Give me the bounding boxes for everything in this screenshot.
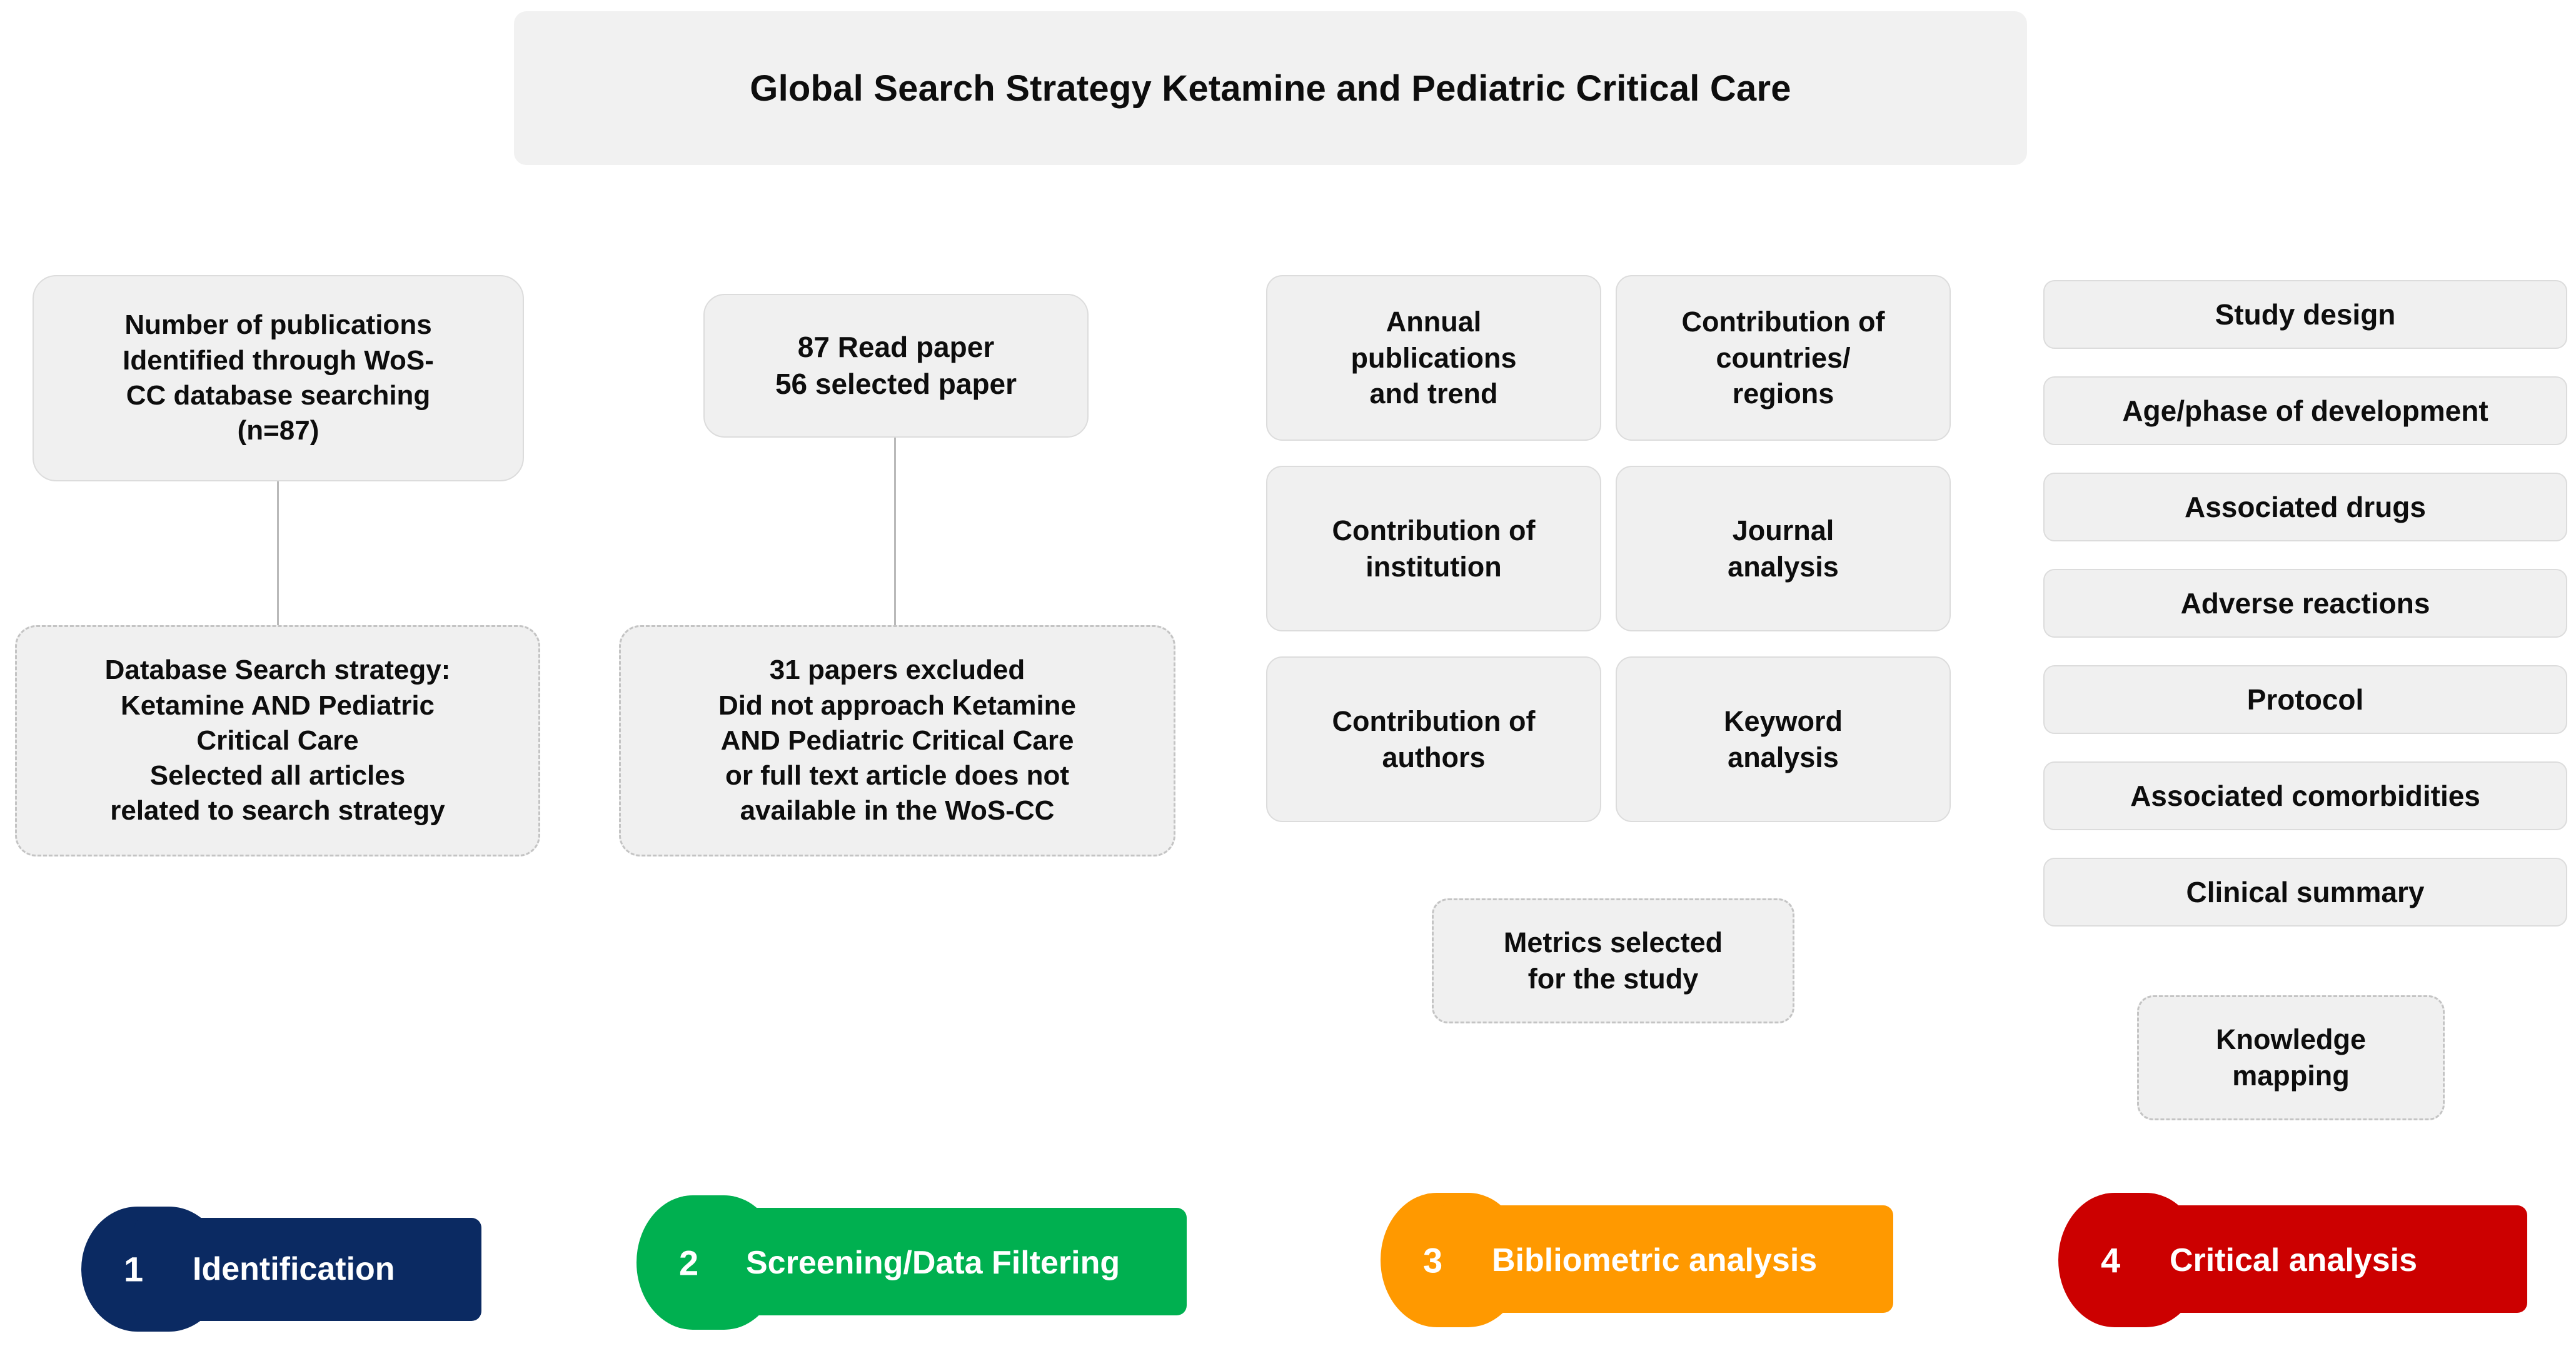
connector-identification (277, 481, 279, 625)
annual-publications-box: Annual publications and trend (1266, 275, 1601, 441)
papers-excluded-box: 31 papers excluded Did not approach Keta… (619, 625, 1175, 856)
stage-banner-critical[interactable]: 4 Critical analysis (2058, 1193, 2527, 1327)
stage-banner-identification[interactable]: 1 Identification (81, 1207, 481, 1332)
stage-3-label: Bibliometric analysis (1492, 1242, 1818, 1278)
contribution-authors-text: Contribution of authors (1332, 705, 1536, 773)
stage-3-number: 3 (1423, 1240, 1443, 1280)
title-banner: Global Search Strategy Ketamine and Pedi… (514, 11, 2027, 165)
adverse-reactions-text: Adverse reactions (2180, 586, 2430, 620)
associated-drugs-box: Associated drugs (2043, 473, 2567, 541)
read-selected-paper-box: 87 Read paper 56 selected paper (703, 294, 1089, 438)
stage-banner-screening[interactable]: 2 Screening/Data Filtering (636, 1195, 1187, 1330)
clinical-summary-text: Clinical summary (2186, 875, 2425, 908)
associated-drugs-text: Associated drugs (2185, 490, 2426, 523)
protocol-box: Protocol (2043, 665, 2567, 734)
study-design-text: Study design (2215, 298, 2396, 331)
stage-1-number: 1 (124, 1249, 144, 1289)
contribution-countries-text: Contribution of countries/ regions (1681, 306, 1885, 410)
papers-excluded-text: 31 papers excluded Did not approach Keta… (718, 655, 1077, 826)
associated-comorbidities-box: Associated comorbidities (2043, 761, 2567, 830)
annual-publications-text: Annual publications and trend (1351, 306, 1517, 410)
stage-3-body (1434, 1205, 1893, 1313)
knowledge-mapping-text: Knowledge mapping (2215, 1023, 2366, 1092)
protocol-text: Protocol (2246, 683, 2364, 716)
connector-screening (894, 438, 896, 625)
stage-banner-bibliometric[interactable]: 3 Bibliometric analysis (1381, 1193, 1893, 1327)
contribution-countries-box: Contribution of countries/ regions (1616, 275, 1951, 441)
database-search-strategy-text: Database Search strategy: Ketamine AND P… (104, 655, 451, 826)
study-design-box: Study design (2043, 280, 2567, 349)
journal-analysis-box: Journal analysis (1616, 466, 1951, 631)
stage-1-body (134, 1218, 481, 1321)
contribution-institution-text: Contribution of institution (1332, 514, 1536, 583)
contribution-institution-box: Contribution of institution (1266, 466, 1601, 631)
knowledge-mapping-box: Knowledge mapping (2137, 995, 2445, 1120)
stage-2-number: 2 (679, 1243, 699, 1282)
stage-4-label: Critical analysis (2170, 1242, 2417, 1278)
associated-comorbidities-text: Associated comorbidities (2130, 779, 2480, 812)
keyword-analysis-box: Keyword analysis (1616, 656, 1951, 822)
clinical-summary-box: Clinical summary (2043, 858, 2567, 927)
publications-identified-text: Number of publications Identified throug… (123, 309, 434, 446)
stage-4-body (2111, 1205, 2527, 1313)
age-phase-development-text: Age/phase of development (2122, 394, 2488, 427)
stage-1-label: Identification (193, 1251, 395, 1287)
stage-2-label: Screening/Data Filtering (746, 1244, 1120, 1281)
stage-2-body (690, 1208, 1187, 1315)
database-search-strategy-box: Database Search strategy: Ketamine AND P… (15, 625, 540, 856)
keyword-analysis-text: Keyword analysis (1723, 705, 1843, 773)
publications-identified-box: Number of publications Identified throug… (33, 275, 524, 481)
metrics-selected-text: Metrics selected for the study (1503, 927, 1723, 995)
journal-analysis-text: Journal analysis (1728, 514, 1839, 583)
contribution-authors-box: Contribution of authors (1266, 656, 1601, 822)
metrics-selected-box: Metrics selected for the study (1432, 898, 1794, 1023)
age-phase-development-box: Age/phase of development (2043, 376, 2567, 445)
page-title: Global Search Strategy Ketamine and Pedi… (750, 68, 1791, 109)
read-selected-paper-text: 87 Read paper 56 selected paper (775, 331, 1017, 400)
stage-4-number: 4 (2101, 1240, 2121, 1280)
adverse-reactions-box: Adverse reactions (2043, 569, 2567, 638)
